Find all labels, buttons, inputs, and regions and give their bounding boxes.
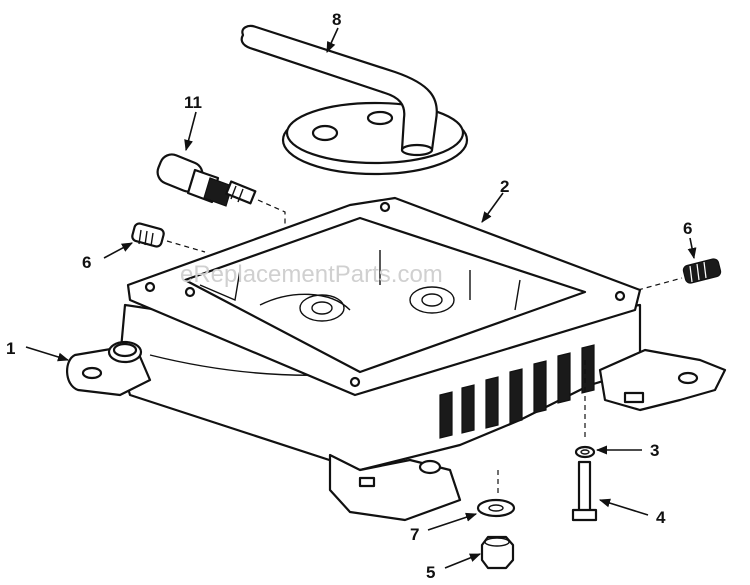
- watermark-text: eReplacementParts.com: [180, 261, 443, 288]
- callout-2: 2: [500, 177, 509, 196]
- callout-6-left: 6: [82, 253, 91, 272]
- callout-8: 8: [332, 10, 341, 29]
- gasket-frame-part: [126, 196, 642, 397]
- leader-5: [444, 553, 482, 569]
- leader-6b: [687, 237, 697, 260]
- flat-washer-part-7: [476, 498, 516, 518]
- nut-part-5: [480, 535, 515, 570]
- leader-8: [326, 27, 339, 54]
- callout-3: 3: [650, 441, 659, 460]
- callout-11: 11: [184, 93, 202, 112]
- leader-2: [481, 192, 504, 223]
- leader-11: [184, 111, 197, 152]
- plug-left-part: [131, 222, 165, 248]
- breather-tube-part: [240, 24, 469, 176]
- callout-5: 5: [426, 563, 435, 582]
- plug-right-part: [682, 258, 722, 284]
- callout-4: 4: [656, 508, 666, 527]
- callout-1: 1: [6, 339, 15, 358]
- leader-1: [25, 346, 70, 362]
- leader-4: [598, 498, 649, 516]
- leader-6a: [103, 242, 133, 259]
- callout-7: 7: [410, 525, 419, 544]
- leader-7: [427, 512, 478, 531]
- sensor-switch-part: [156, 153, 257, 207]
- bolt-part-4: [571, 460, 598, 522]
- washer-part-3: [574, 445, 596, 459]
- callout-6-right: 6: [683, 219, 692, 238]
